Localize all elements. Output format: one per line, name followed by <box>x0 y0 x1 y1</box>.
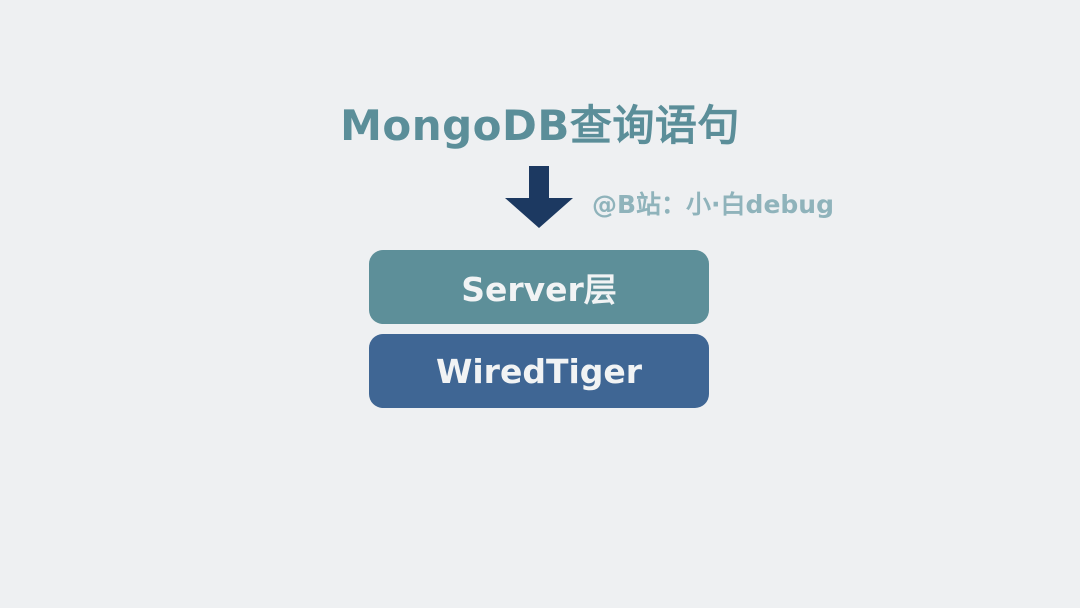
server-layer-box: Server层 <box>369 250 709 324</box>
wiredtiger-layer-label: WiredTiger <box>435 351 643 391</box>
diagram-title: MongoDB查询语句 <box>340 101 740 150</box>
wiredtiger-layer-box: WiredTiger <box>369 334 709 408</box>
down-arrow-icon <box>505 166 573 228</box>
watermark: @B站：小·白debug <box>592 190 834 219</box>
server-layer-label: Server层 <box>461 270 617 309</box>
